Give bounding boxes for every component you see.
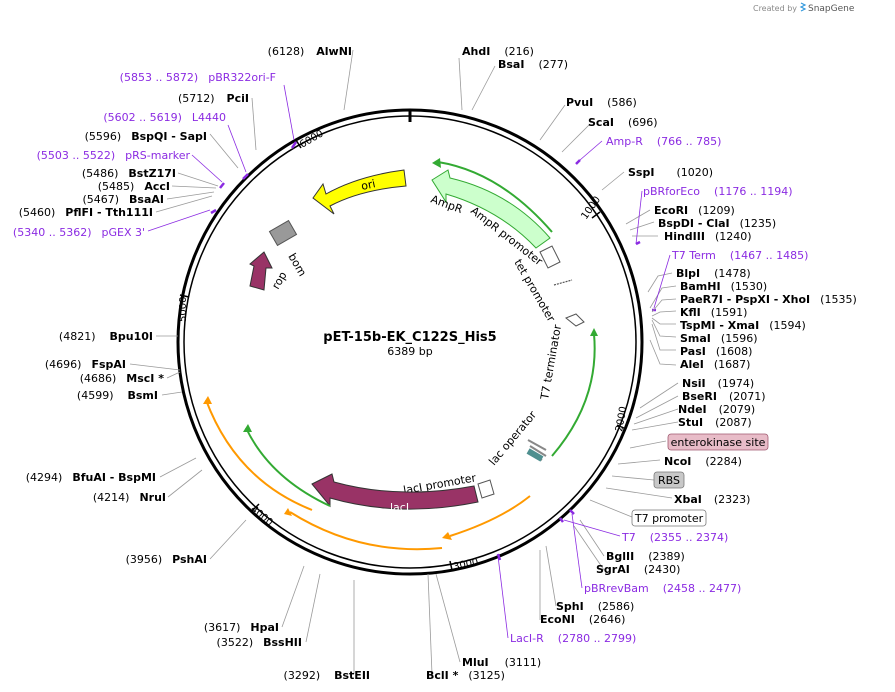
enzyme-label: ScaI(696) [588,116,658,129]
enzyme-label: HindIII(1240) [664,230,752,243]
ori-feature: ori [312,169,407,215]
enzyme-label: BamHI(1530) [680,280,767,293]
enzyme-label: (3617)HpaI [204,621,279,634]
enzyme-label: (5596)BspQI - SapI [85,130,207,143]
enzyme-label: KflI(1591) [680,306,747,319]
enzyme-label: NdeI(2079) [678,403,755,416]
rop-feature: rop [249,251,290,292]
rbs-badge: RBS [653,471,685,489]
primer-label: (5340 .. 5362)pGEX 3' [13,226,145,239]
enzyme-label: PvuI(586) [566,96,637,109]
tick-label-5000: 5000 [178,297,189,322]
enzyme-label: BspDI - ClaI(1235) [658,217,776,230]
laci-feature: lacI promoter lacI [311,471,495,514]
enzyme-label: (5467)BsaAI [82,193,164,206]
enzyme-label: MluI(3111) [462,656,541,669]
plasmid-name: pET-15b-EK_C122S_His5 [323,330,496,345]
enzyme-label: (6128)AlwNI [268,45,352,58]
enzyme-label: (4686)MscI * [80,372,165,385]
enzyme-label: AleI(1687) [680,358,750,371]
enzyme-label: (5712)PciI [178,92,249,105]
tet-promoter-feature: tet promoter [511,257,573,324]
primer-labels: (5853 .. 5872)pBR322ori-F (5602 .. 5619)… [13,71,809,645]
enzyme-label: NcoI(2284) [664,455,742,468]
enzyme-label: SspI(1020) [628,166,713,179]
tick-label-4000: 4000 [248,504,275,529]
enzyme-label: (4214)NruI [93,491,166,504]
ampr-feature: AmpR AmpR promoter [429,158,561,269]
enzyme-label: SgrAI(2430) [596,563,680,576]
enzyme-label: EcoRI(1209) [654,204,735,217]
primer-label: pBRrevBam(2458 .. 2477) [584,582,741,595]
t7-terminator-label: T7 terminator [538,323,564,401]
enzyme-label: NsiI(1974) [682,377,754,390]
rop-label: rop [269,269,289,291]
enzyme-label: (4696)FspAI [45,358,126,371]
snapgene-logo-icon [799,2,807,12]
lac-operator-feature: lac operator [486,408,547,468]
enzyme-labels-left: (6128)AlwNI (5712)PciI (5596)BspQI - Sap… [19,45,370,682]
rbs-label: RBS [658,474,680,487]
enzyme-label: BclI *(3125) [426,669,505,682]
enzyme-label: StuI(2087) [678,416,752,429]
bp-ticks [179,139,627,571]
tick-label-2000: 2000 [614,406,629,433]
enzyme-label: TspMI - XmaI(1594) [680,319,806,332]
enzyme-label: SphI(2586) [556,600,634,613]
primer-label: Amp-R(766 .. 785) [606,135,721,148]
t7-promoter-badge: T7 promoter [631,509,707,527]
primer-label: (5853 .. 5872)pBR322ori-F [120,71,276,84]
primer-label: pBRforEco(1176 .. 1194) [643,185,793,198]
primer-label: (5602 .. 5619)L4440 [103,111,226,124]
credit-text: Created by [753,4,797,13]
enzyme-label: (5460)PflFI - Tth111I [19,206,153,219]
enzyme-label: (3956)PshAI [126,553,207,566]
enzyme-label: XbaI(2323) [674,493,750,506]
primer-label: (5503 .. 5522)pRS-marker [37,149,191,162]
primer-label: LacI-R(2780 .. 2799) [510,632,636,645]
tet-promoter-label: tet promoter [511,257,557,324]
enzyme-label: PasI(1608) [680,345,752,358]
enzyme-label: PaeR7I - PspXI - XhoI(1535) [680,293,857,306]
enzyme-label: (4821)Bpu10I [59,330,153,343]
enzyme-label: AhdI(216) [462,45,534,58]
ori-label: ori [360,177,377,193]
laci-label: lacI [390,501,409,514]
enzyme-label: (4599)BsmI [77,389,158,402]
t7-promoter-label: T7 promoter [634,512,704,525]
backbone-circle [176,108,644,576]
enterokinase-badge: enterokinase site [667,433,769,451]
enzyme-label: (4294)BfuAI - BspMI [26,471,156,484]
enzyme-label: BseRI(2071) [682,390,766,403]
enzyme-label: (5486)BstZ17I [82,167,176,180]
lac-operator-label: lac operator [486,408,539,468]
t7-terminator-feature: T7 terminator [538,313,598,457]
primer-label: T7(2355 .. 2374) [621,531,728,544]
enzyme-label: EcoNI(2646) [540,613,625,626]
enzyme-label: BsaI(277) [498,58,568,71]
orange-arc-features [203,396,531,551]
enzyme-labels-right: AhdI(216) BsaI(277) PvuI(586) ScaI(696) … [426,45,857,682]
plasmid-length: 6389 bp [387,345,432,358]
credit-brand: SnapGene [808,4,855,14]
enzyme-label: BlpI(1478) [676,267,751,280]
bom-label: bom [285,251,308,279]
enzyme-label: (3522)BssHII [217,636,302,649]
bom-feature: bom [268,219,309,279]
tick-label-3000: 3000 [452,557,479,573]
enzyme-label: SmaI(1596) [680,332,757,345]
enterokinase-label: enterokinase site [671,436,766,449]
primer-label: T7 Term(1467 .. 1485) [671,249,808,262]
leader-lines [129,49,679,675]
enzyme-label: BglII(2389) [606,550,685,563]
enzyme-label: (5485)AccI [98,180,170,193]
enzyme-label: (3292)BstEII [284,669,370,682]
